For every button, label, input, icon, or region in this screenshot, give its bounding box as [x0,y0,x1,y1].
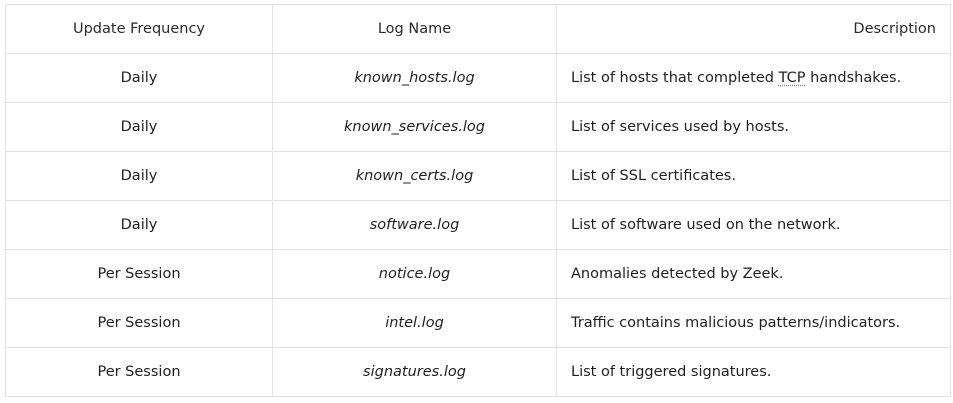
cell-log-name: software.log [272,200,557,250]
header-description: Description [556,4,951,54]
cell-log-name: signatures.log [272,347,557,397]
cell-description: List of triggered signatures. [556,347,951,397]
cell-log-name: known_services.log [272,102,557,152]
cell-description: List of services used by hosts. [556,102,951,152]
tcp-abbreviation[interactable]: TCP [778,70,806,86]
table-row: Per Session notice.log Anomalies detecte… [5,249,951,299]
header-log-name: Log Name [272,4,557,54]
cell-update-frequency: Daily [5,151,273,201]
cell-log-name: intel.log [272,298,557,348]
table-row: Daily software.log List of software used… [5,200,951,250]
cell-description: Traffic contains malicious patterns/indi… [556,298,951,348]
description-text-end: handshakes. [805,70,902,86]
cell-description: Anomalies detected by Zeek. [556,249,951,299]
cell-description: List of software used on the network. [556,200,951,250]
cell-log-name: notice.log [272,249,557,299]
cell-update-frequency: Daily [5,200,273,250]
cell-update-frequency: Daily [5,102,273,152]
cell-description: List of hosts that completed TCP handsha… [556,53,951,103]
table-header-row: Update Frequency Log Name Description [5,4,951,54]
cell-log-name: known_certs.log [272,151,557,201]
table-row: Per Session intel.log Traffic contains m… [5,298,951,348]
table-row: Per Session signatures.log List of trigg… [5,347,951,397]
cell-update-frequency: Per Session [5,249,273,299]
cell-update-frequency: Per Session [5,347,273,397]
cell-update-frequency: Per Session [5,298,273,348]
description-text: List of hosts that completed [571,70,779,86]
header-update-frequency: Update Frequency [5,4,273,54]
cell-description: List of SSL certificates. [556,151,951,201]
cell-update-frequency: Daily [5,53,273,103]
table-row: Daily known_services.log List of service… [5,102,951,152]
zeek-log-table: Update Frequency Log Name Description Da… [5,4,951,397]
table-row: Daily known_certs.log List of SSL certif… [5,151,951,201]
cell-log-name: known_hosts.log [272,53,557,103]
table-row: Daily known_hosts.log List of hosts that… [5,53,951,103]
